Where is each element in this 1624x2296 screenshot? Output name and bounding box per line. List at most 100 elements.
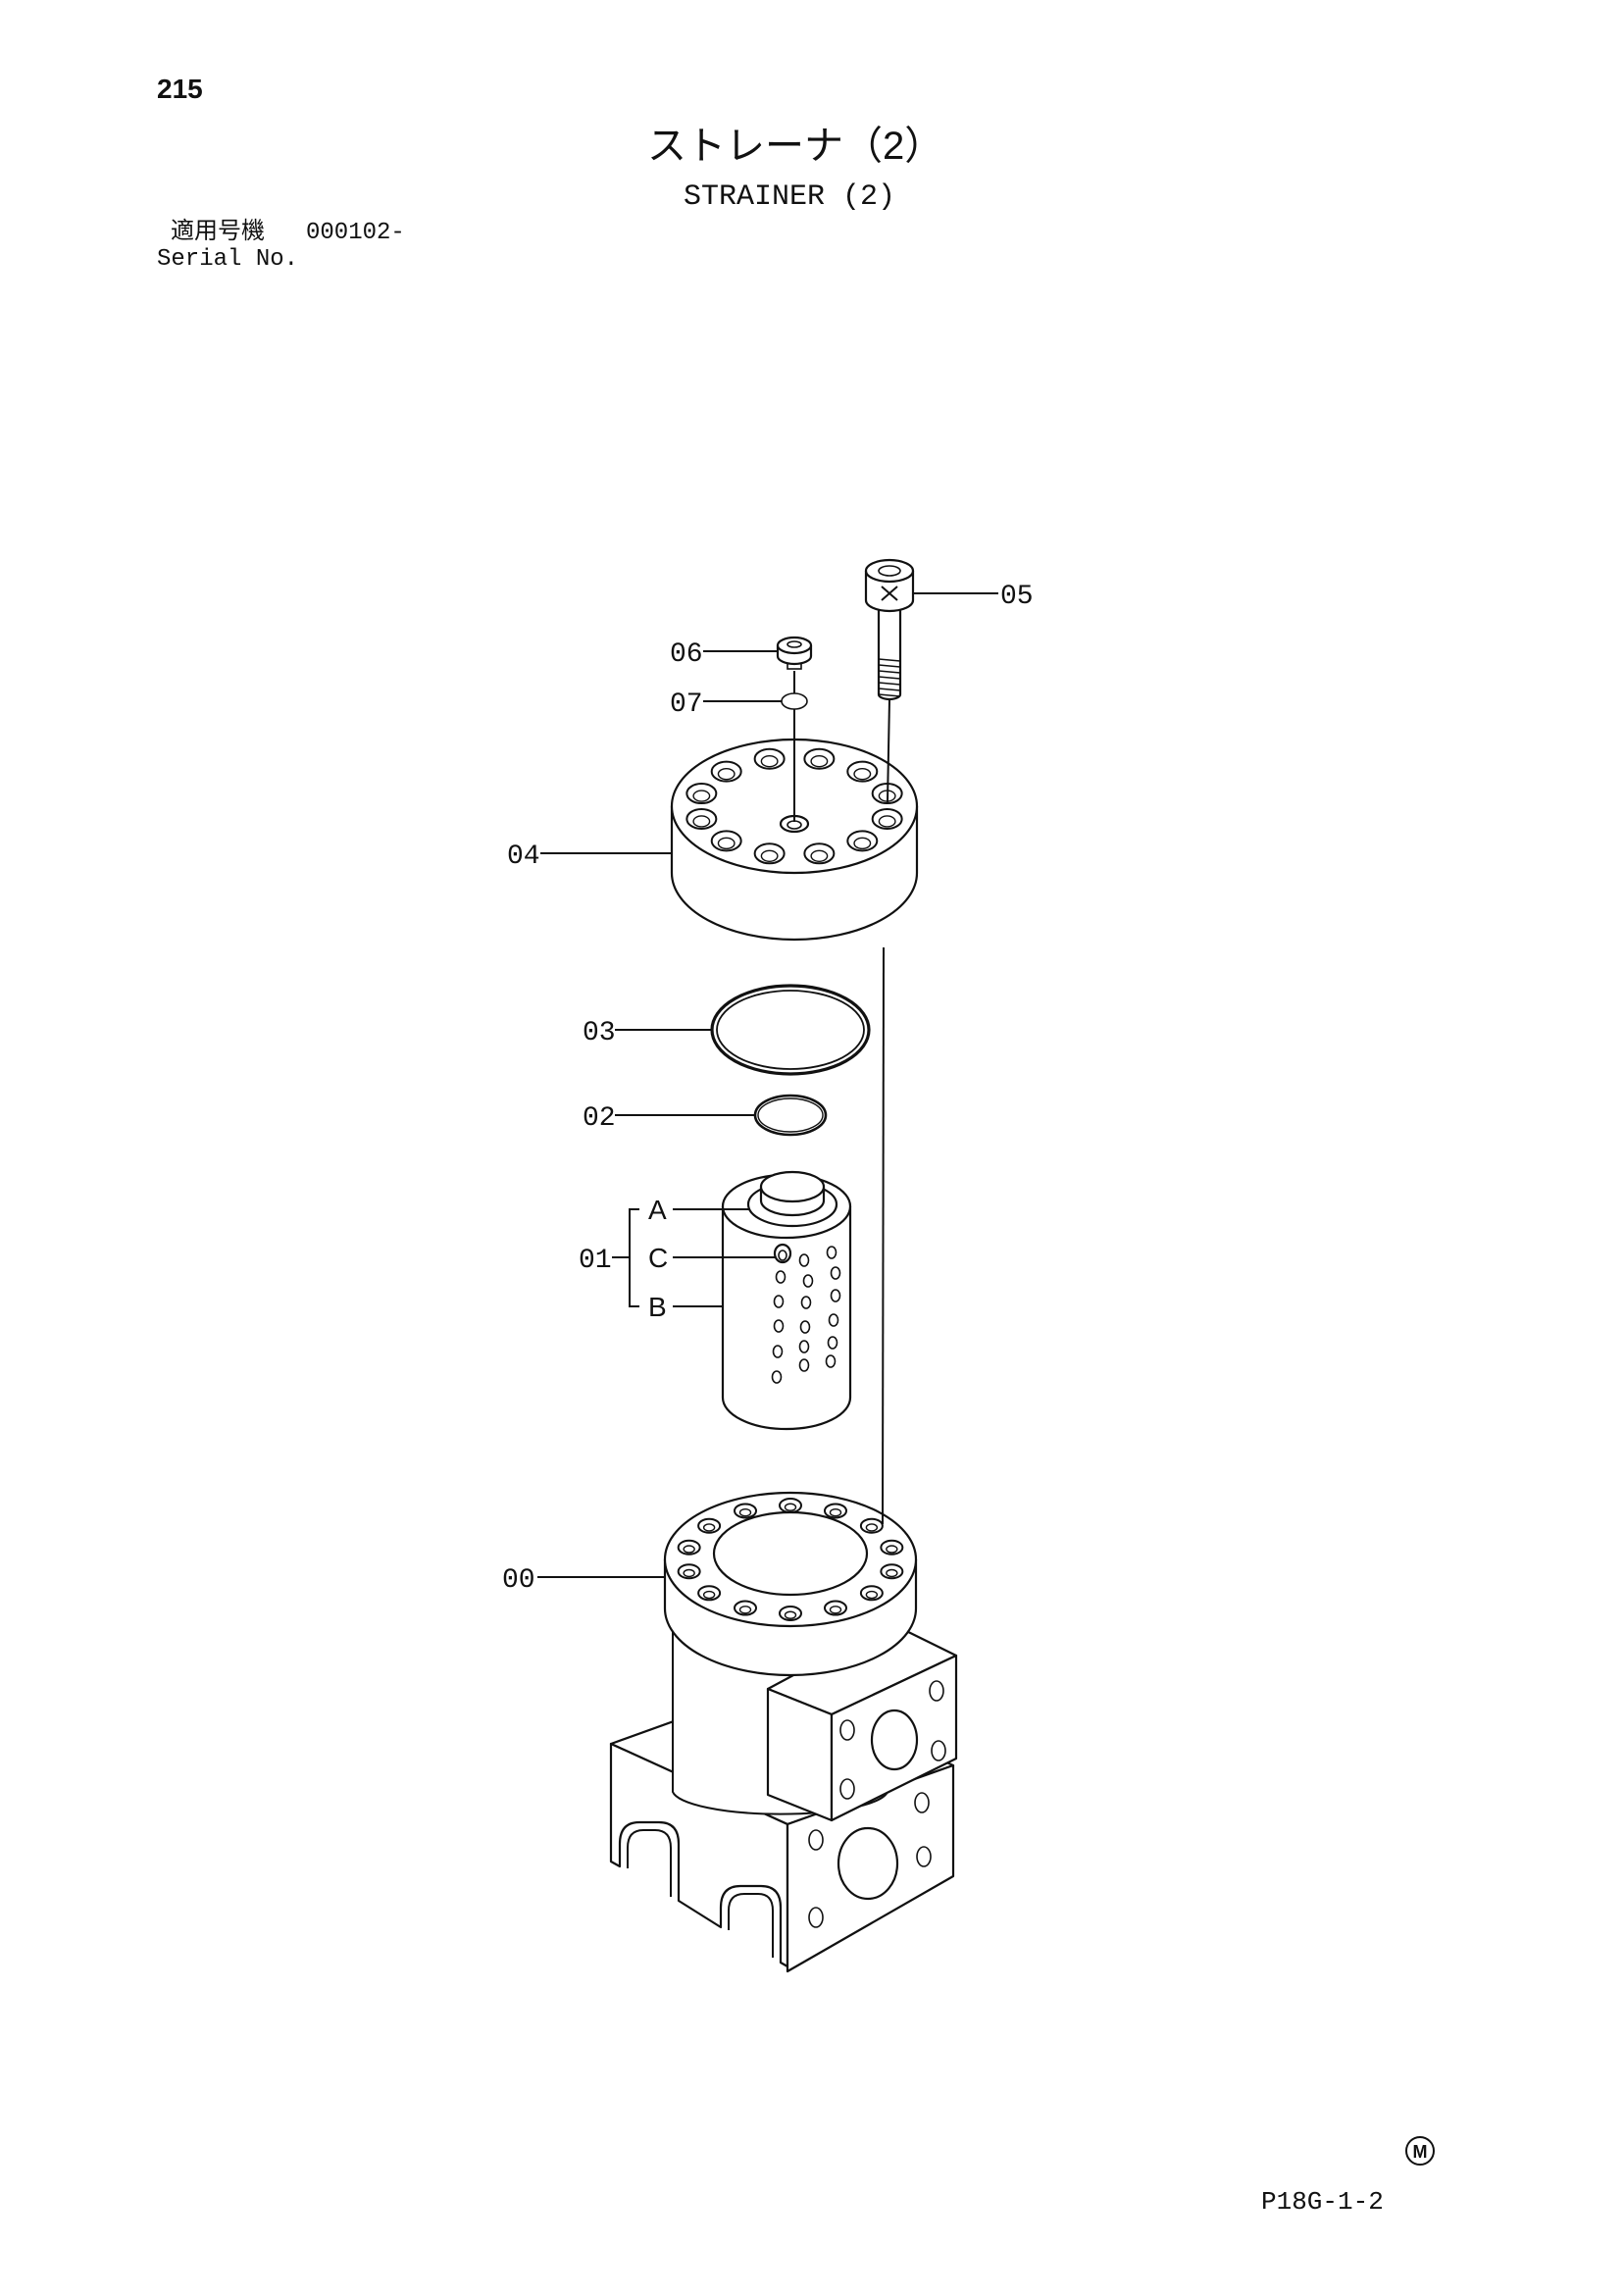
leader-01-bracket xyxy=(612,1208,639,1307)
serial-label-english: Serial No. xyxy=(157,246,298,273)
element-cylinder xyxy=(721,1204,852,1431)
o-ring-03 xyxy=(710,984,871,1076)
element-cap-top xyxy=(759,1170,826,1203)
perforation-hole xyxy=(772,1345,784,1358)
upper-port-bolt-hole xyxy=(929,1680,944,1702)
callout-01: 01 xyxy=(579,1246,612,1276)
upper-port-opening xyxy=(870,1709,919,1771)
perforation-hole xyxy=(771,1370,783,1384)
mounting-foot-slot xyxy=(728,1893,774,1958)
thread-line xyxy=(878,664,901,668)
perforation-hole xyxy=(800,1296,812,1309)
callout-03: 03 xyxy=(583,1018,616,1048)
upper-port-bolt-hole xyxy=(839,1719,855,1741)
plug xyxy=(776,636,813,670)
cover-bolt-hole-inner xyxy=(853,767,872,781)
cover-bolt-hole xyxy=(803,747,836,770)
cover-bolt-hole xyxy=(846,830,879,852)
assembly-line-bolt-upper xyxy=(887,698,890,803)
circled-mark: M xyxy=(1405,2136,1435,2166)
upper-port-bolt-hole xyxy=(839,1778,855,1800)
perforation-hole xyxy=(828,1313,839,1327)
callout-c: C xyxy=(648,1243,668,1273)
lower-block-side-face xyxy=(609,1742,789,1968)
cover-center-port-inner xyxy=(787,820,802,830)
flange-bolt-hole-inner xyxy=(702,1523,716,1532)
element-perforations xyxy=(771,1246,841,1384)
cover-bolt-hole-inner xyxy=(878,815,896,828)
cover-bolt-hole xyxy=(803,842,836,865)
thread-line xyxy=(878,693,901,697)
bolt-threads xyxy=(878,658,901,697)
cover-bolt-hole-inner xyxy=(692,815,711,828)
perforation-hole xyxy=(830,1266,841,1280)
o-ring-02-inner xyxy=(757,1097,824,1133)
flange-bore xyxy=(712,1510,869,1597)
flange-bolt-hole-inner xyxy=(829,1606,842,1614)
perforation-hole xyxy=(802,1274,814,1288)
title-english: STRAINER (2) xyxy=(684,180,895,214)
perforation-hole xyxy=(798,1253,810,1267)
cover-bolt-hole xyxy=(871,807,903,830)
flange-bolt-hole-inner xyxy=(784,1610,797,1619)
flange-bolt-hole-inner xyxy=(829,1507,842,1517)
thread-line xyxy=(878,682,901,686)
lower-port-bolt-hole xyxy=(808,1907,824,1928)
cover-bolt-hole-inner xyxy=(717,837,736,850)
cover-bolt-holes xyxy=(685,747,903,865)
perforation-hole xyxy=(827,1336,838,1350)
perforation-hole xyxy=(830,1289,841,1302)
perforation-hole xyxy=(773,1295,785,1308)
cover-bolt-hole-inner xyxy=(760,849,779,862)
callout-00: 00 xyxy=(502,1565,535,1596)
body-cylinder-outline xyxy=(672,1599,888,1815)
upper-port-bolt-hole xyxy=(931,1740,946,1761)
callout-b: B xyxy=(648,1292,667,1322)
flange-bolt-hole-inner xyxy=(683,1545,695,1554)
perforation-hole xyxy=(799,1320,811,1334)
bolt-hex-socket xyxy=(878,565,901,577)
perforation-hole xyxy=(798,1340,810,1353)
flange-bolt-hole-inner xyxy=(886,1545,898,1554)
cover-bolt-hole-inner xyxy=(810,755,829,768)
perforation-hole xyxy=(826,1246,837,1259)
title-japanese: ストレーナ（2） xyxy=(647,125,943,168)
lower-port-bolt-hole xyxy=(808,1829,824,1851)
cover-bolt-hole-inner xyxy=(692,790,711,802)
socket-bolt xyxy=(864,558,915,701)
serial-value: 000102- xyxy=(306,220,405,246)
bolt-head-mark xyxy=(881,586,898,601)
callout-05: 05 xyxy=(1000,582,1034,612)
thread-line xyxy=(878,688,901,691)
mark-letter: M xyxy=(1413,2142,1428,2162)
assembly-line-bolt-lower xyxy=(882,946,885,1525)
callout-06: 06 xyxy=(670,639,703,670)
lower-port-bolt-hole xyxy=(916,1846,932,1867)
flange-bolt-hole-inner xyxy=(683,1568,695,1578)
flange-bolt-hole-inner xyxy=(738,1507,752,1517)
flange-bolt-hole-inner xyxy=(886,1568,898,1578)
perforation-hole xyxy=(773,1319,785,1333)
callout-02: 02 xyxy=(583,1103,616,1134)
cover-bolt-hole xyxy=(753,747,786,770)
element-hole-c-inner xyxy=(778,1250,787,1261)
thread-line xyxy=(878,670,901,674)
callout-a: A xyxy=(648,1195,667,1225)
strainer-element xyxy=(721,1170,852,1431)
flange-bolt-hole-inner xyxy=(784,1503,797,1511)
base-upper-port-block xyxy=(766,1621,958,1822)
o-ring-02-outer xyxy=(753,1094,828,1137)
mounting-foot-slot xyxy=(627,1829,672,1897)
base-flange xyxy=(663,1491,918,1677)
thread-line xyxy=(878,658,901,662)
flange-bolt-hole-inner xyxy=(738,1606,752,1614)
cover-bolt-hole-inner xyxy=(853,837,872,850)
cover-bolt-hole xyxy=(685,807,718,830)
serial-label-japanese: 適用号機 xyxy=(171,218,265,244)
cover-bolt-hole xyxy=(846,760,879,783)
cover-bolt-hole xyxy=(685,783,718,805)
flange-bolt-hole-inner xyxy=(702,1590,716,1600)
o-ring-07 xyxy=(781,692,808,710)
bolt-shank xyxy=(877,604,902,701)
